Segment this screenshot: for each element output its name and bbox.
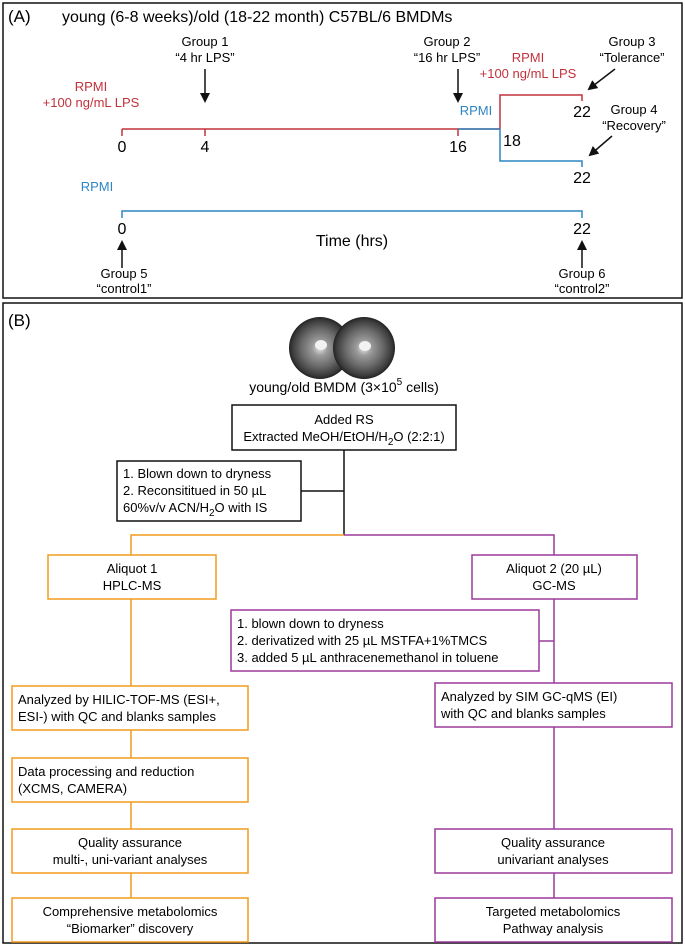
hilic-line2: ESI-) with QC and blanks samples [18, 709, 216, 724]
derivatization-box [230, 609, 540, 672]
rpmi-blue-mid: RPMI [460, 103, 493, 118]
group6-label: Group 6 [559, 266, 606, 281]
group2-desc: “16 hr LPS” [414, 50, 480, 65]
group4-desc: “Recovery” [602, 118, 666, 133]
reconstitution-line2: 2. Reconsititued in 50 µL [123, 483, 266, 498]
rpmi-lps-left-2: +100 ng/mL LPS [43, 95, 140, 110]
tolerance-branch [499, 94, 583, 129]
rpmi-blue-bottom: RPMI [81, 179, 114, 194]
gcms-line1: Analyzed by SIM GC-qMS (EI) [441, 689, 617, 704]
extraction-line1: Added RS [314, 412, 374, 427]
tick-label-16: 16 [449, 139, 467, 156]
rpmi-lps-right-1: RPMI [512, 50, 545, 65]
panel-a-frame [2, 2, 683, 299]
purple-split [344, 534, 555, 555]
group6-desc: “control2” [555, 281, 610, 296]
comprehensive-line2: “Biomarker” discovery [67, 921, 194, 936]
group3-arrow [587, 68, 616, 91]
data-processing-box [11, 757, 249, 803]
extraction-line2: Extracted MeOH/EtOH/H2O (2:2:1) [243, 429, 444, 448]
cells-caption: young/old BMDM (3×105 cells) [249, 377, 439, 395]
time-axis-label: Time (hrs) [316, 233, 388, 250]
qa-left-line1: Quality assurance [78, 835, 182, 850]
aliquot1-line1: Aliquot 1 [107, 561, 158, 576]
targeted-box [434, 897, 673, 943]
extraction-box [231, 404, 457, 451]
group4-label: Group 4 [611, 102, 658, 117]
tick-label-22-recovery: 22 [573, 170, 591, 187]
reconstitution-box [116, 460, 302, 522]
aliquot2-line2: GC-MS [532, 578, 576, 593]
panel-b-frame [2, 302, 683, 944]
reconstitution-line1: 1. Blown down to dryness [123, 466, 272, 481]
comprehensive-box [11, 897, 249, 943]
tick-label-18: 18 [503, 133, 521, 150]
comprehensive-line1: Comprehensive metabolomics [43, 904, 218, 919]
panel-a-label: (A) [8, 7, 31, 26]
qa-right-line2: univariant analyses [497, 852, 609, 867]
panel-a-title: young (6-8 weeks)/old (18-22 month) C57B… [62, 9, 452, 26]
data-processing-line2: (XCMS, CAMERA) [18, 781, 127, 796]
group1-desc: “4 hr LPS” [175, 50, 234, 65]
tick-label-4: 4 [201, 139, 210, 156]
rpmi-lps-left-1: RPMI [75, 79, 108, 94]
reconstitution-line3: 60%v/v ACN/H2O with IS [123, 500, 268, 519]
group3-desc: “Tolerance” [599, 50, 664, 65]
orange-split [130, 534, 344, 555]
derivatization-line3: 3. added 5 µL anthracenemethanol in tolu… [237, 650, 498, 665]
culture-dish-images [289, 317, 395, 379]
aliquot1-line2: HPLC-MS [103, 578, 162, 593]
gcms-line2: with QC and blanks samples [440, 706, 606, 721]
hilic-line1: Analyzed by HILIC-TOF-MS (ESI+, [18, 692, 220, 707]
hilic-analysis-box [11, 685, 249, 731]
derivatization-line1: 1. blown down to dryness [237, 616, 384, 631]
group2-label: Group 2 [424, 34, 471, 49]
group4-arrow [588, 135, 613, 157]
group1-label: Group 1 [182, 34, 229, 49]
qa-right-line1: Quality assurance [501, 835, 605, 850]
aliquot2-box [471, 554, 638, 600]
tick-label-22-tolerance: 22 [573, 104, 591, 121]
group5-desc: “control1” [97, 281, 152, 296]
tick-label-0: 0 [118, 139, 127, 156]
qa-left-line2: multi-, uni-variant analyses [53, 852, 208, 867]
data-processing-line1: Data processing and reduction [18, 764, 194, 779]
control-tick-22: 22 [573, 221, 591, 238]
aliquot1-box [47, 554, 217, 600]
group3-label: Group 3 [609, 34, 656, 49]
aliquot2-line1: Aliquot 2 (20 µL) [506, 561, 602, 576]
qa-right-box [434, 828, 673, 874]
group5-label: Group 5 [101, 266, 148, 281]
targeted-line2: Pathway analysis [503, 921, 604, 936]
recovery-branch [499, 129, 583, 167]
control-tick-0: 0 [118, 221, 127, 238]
targeted-line1: Targeted metabolomics [486, 904, 621, 919]
control-timeline [121, 210, 583, 218]
panel-b: (B) young/old BMDM (3×105 cells) Added R… [2, 302, 683, 944]
panel-a: (A) young (6-8 weeks)/old (18-22 month) … [2, 2, 683, 299]
derivatization-line2: 2. derivatized with 25 µL MSTFA+1%TMCS [237, 633, 487, 648]
qa-left-box [11, 828, 249, 874]
gcms-analysis-box [434, 682, 673, 728]
rpmi-lps-right-2: +100 ng/mL LPS [480, 66, 577, 81]
panel-b-label: (B) [8, 311, 31, 330]
